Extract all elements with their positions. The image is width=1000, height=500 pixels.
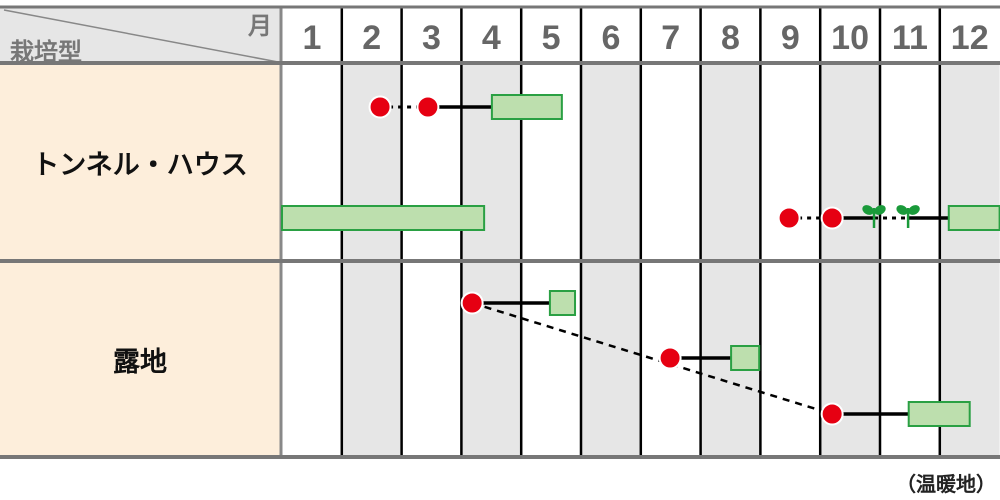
region-note: （温暖地）: [896, 474, 996, 496]
month-label-11: 11: [892, 19, 928, 57]
seedling-leaf: [896, 205, 908, 215]
month-label-2: 2: [362, 19, 381, 57]
month-label-9: 9: [781, 19, 800, 57]
month-label-8: 8: [721, 19, 740, 57]
harvest-period-bar: [907, 401, 971, 427]
seedling-icon: [896, 205, 920, 228]
month-label-6: 6: [601, 19, 620, 57]
sowing-dot: [777, 206, 801, 230]
month-label-1: 1: [302, 19, 321, 57]
harvest-period-bar: [281, 205, 486, 231]
seedling-leaf: [874, 205, 886, 215]
cultivation-type-header-label: 栽培型: [10, 39, 82, 66]
month-header-label: 月: [248, 13, 272, 40]
seedling-leaf: [908, 205, 920, 215]
sowing-dot: [416, 95, 440, 119]
harvest-period-bar: [548, 290, 577, 316]
row-label-open-field: 露地: [113, 347, 167, 377]
harvest-period-bar: [947, 205, 1000, 231]
sowing-dot: [368, 95, 392, 119]
corner-diagonal: [3, 9, 279, 63]
sowing-range-dashed-line: [471, 301, 833, 416]
seedling-leaf: [862, 205, 874, 215]
sowing-dot: [820, 206, 844, 230]
row-label-tunnel-house: トンネル・ハウス: [32, 150, 248, 180]
seedling-icon: [862, 205, 886, 228]
sowing-dot: [658, 346, 682, 370]
month-label-5: 5: [542, 19, 561, 57]
month-label-3: 3: [422, 19, 441, 57]
month-label-12: 12: [951, 19, 989, 57]
sowing-dot: [820, 402, 844, 426]
month-label-10: 10: [831, 19, 869, 57]
sowing-dot: [460, 291, 484, 315]
month-label-4: 4: [482, 19, 501, 57]
harvest-period-bar: [490, 94, 563, 120]
month-label-7: 7: [661, 19, 680, 57]
harvest-period-bar: [730, 345, 761, 371]
